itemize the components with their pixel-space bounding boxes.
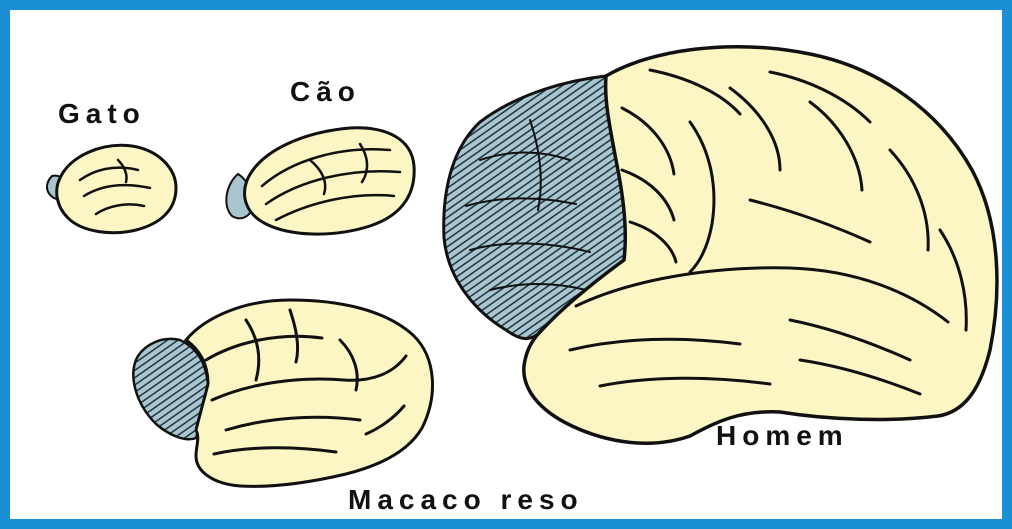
brain-illustrations: [10, 10, 1002, 519]
monkey-brain: [133, 300, 432, 486]
cat-cerebrum: [57, 145, 176, 232]
human-brain: [444, 47, 997, 443]
monkey-cerebrum: [186, 300, 432, 486]
label-human: Homem: [716, 420, 849, 452]
label-rhesus-monkey: Macaco reso: [348, 484, 584, 516]
label-dog: Cão: [290, 76, 361, 108]
label-cat: Gato: [58, 98, 146, 130]
cat-brain: [47, 145, 176, 232]
dog-brain: [226, 128, 414, 234]
